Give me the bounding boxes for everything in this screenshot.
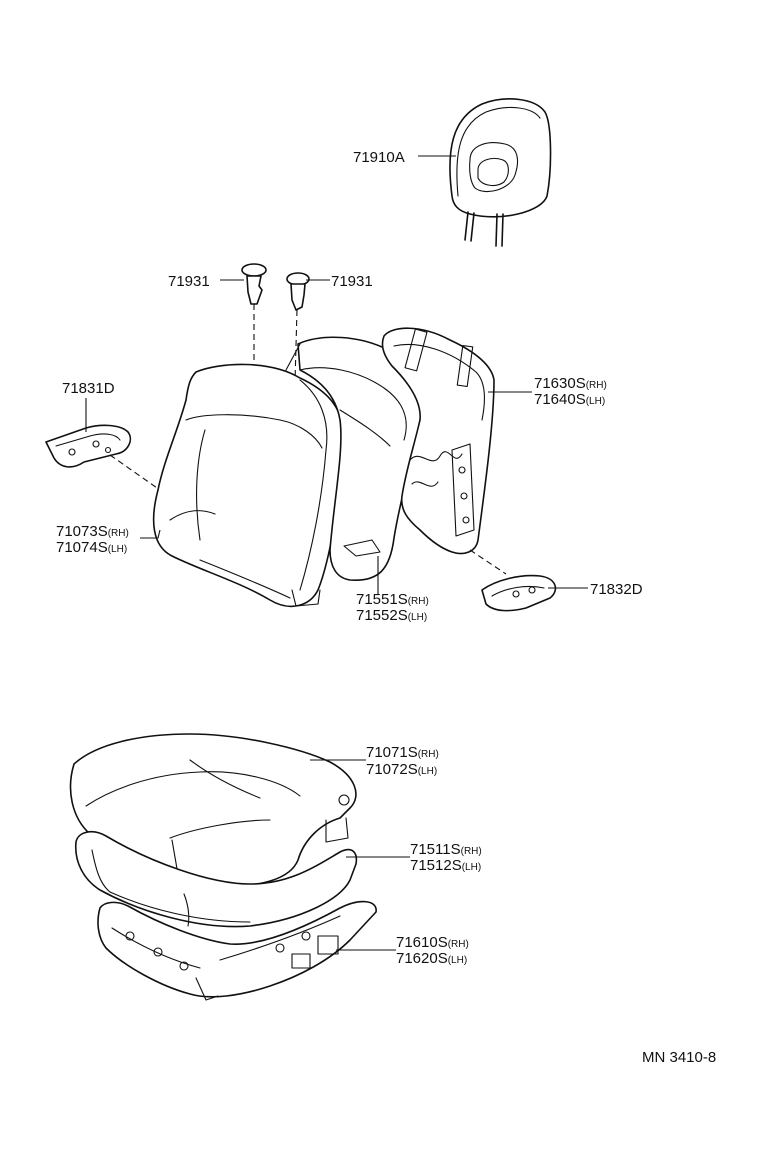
callout-cushion-pad-lh: 71512S(LH) (410, 857, 481, 874)
callout-back-frame-lh: 71640S(LH) (534, 391, 605, 408)
cushion-pad-drawing (75, 830, 358, 928)
callout-back-cover-rh: 71073S(RH) (56, 523, 129, 540)
callout-cushion-frame-rh: 71610S(RH) (396, 934, 469, 951)
leader-lines (85, 155, 588, 951)
diagram-code: MN 3410-8 (642, 1049, 716, 1066)
callout-cushion-pad-rh: 71511S(RH) (410, 841, 482, 858)
callout-back-pad-rh: 71551S(RH) (356, 591, 429, 608)
callout-labels: 71910A 71931 71931 71831D 71073S(RH) 710… (56, 149, 716, 1066)
callout-back-frame-rh: 71630S(RH) (534, 375, 607, 392)
callout-cushion-frame-lh: 71620S(LH) (396, 950, 467, 967)
hinge-cover-right-drawing (481, 574, 557, 612)
callout-headrest: 71910A (353, 149, 405, 166)
cushion-cover-drawing (69, 733, 357, 889)
seatback-frame-drawing (381, 327, 507, 575)
support-right-drawing (286, 272, 310, 383)
callout-cushion-cover-rh: 71071S(RH) (366, 744, 439, 761)
cushion-frame-drawing (97, 900, 377, 1001)
support-left-drawing (241, 263, 267, 370)
seatback-cover-drawing (152, 363, 345, 608)
callout-back-pad-lh: 71552S(LH) (356, 607, 427, 624)
callout-hinge-cover-left: 71831D (62, 380, 115, 397)
callout-support-left: 71931 (168, 273, 210, 290)
hinge-cover-left-drawing (45, 424, 161, 491)
callout-cushion-cover-lh: 71072S(LH) (366, 761, 437, 778)
callout-support-right: 71931 (331, 273, 373, 290)
callout-back-cover-lh: 71074S(LH) (56, 539, 127, 556)
headrest-drawing (449, 98, 552, 247)
callout-hinge-cover-right: 71832D (590, 581, 643, 598)
